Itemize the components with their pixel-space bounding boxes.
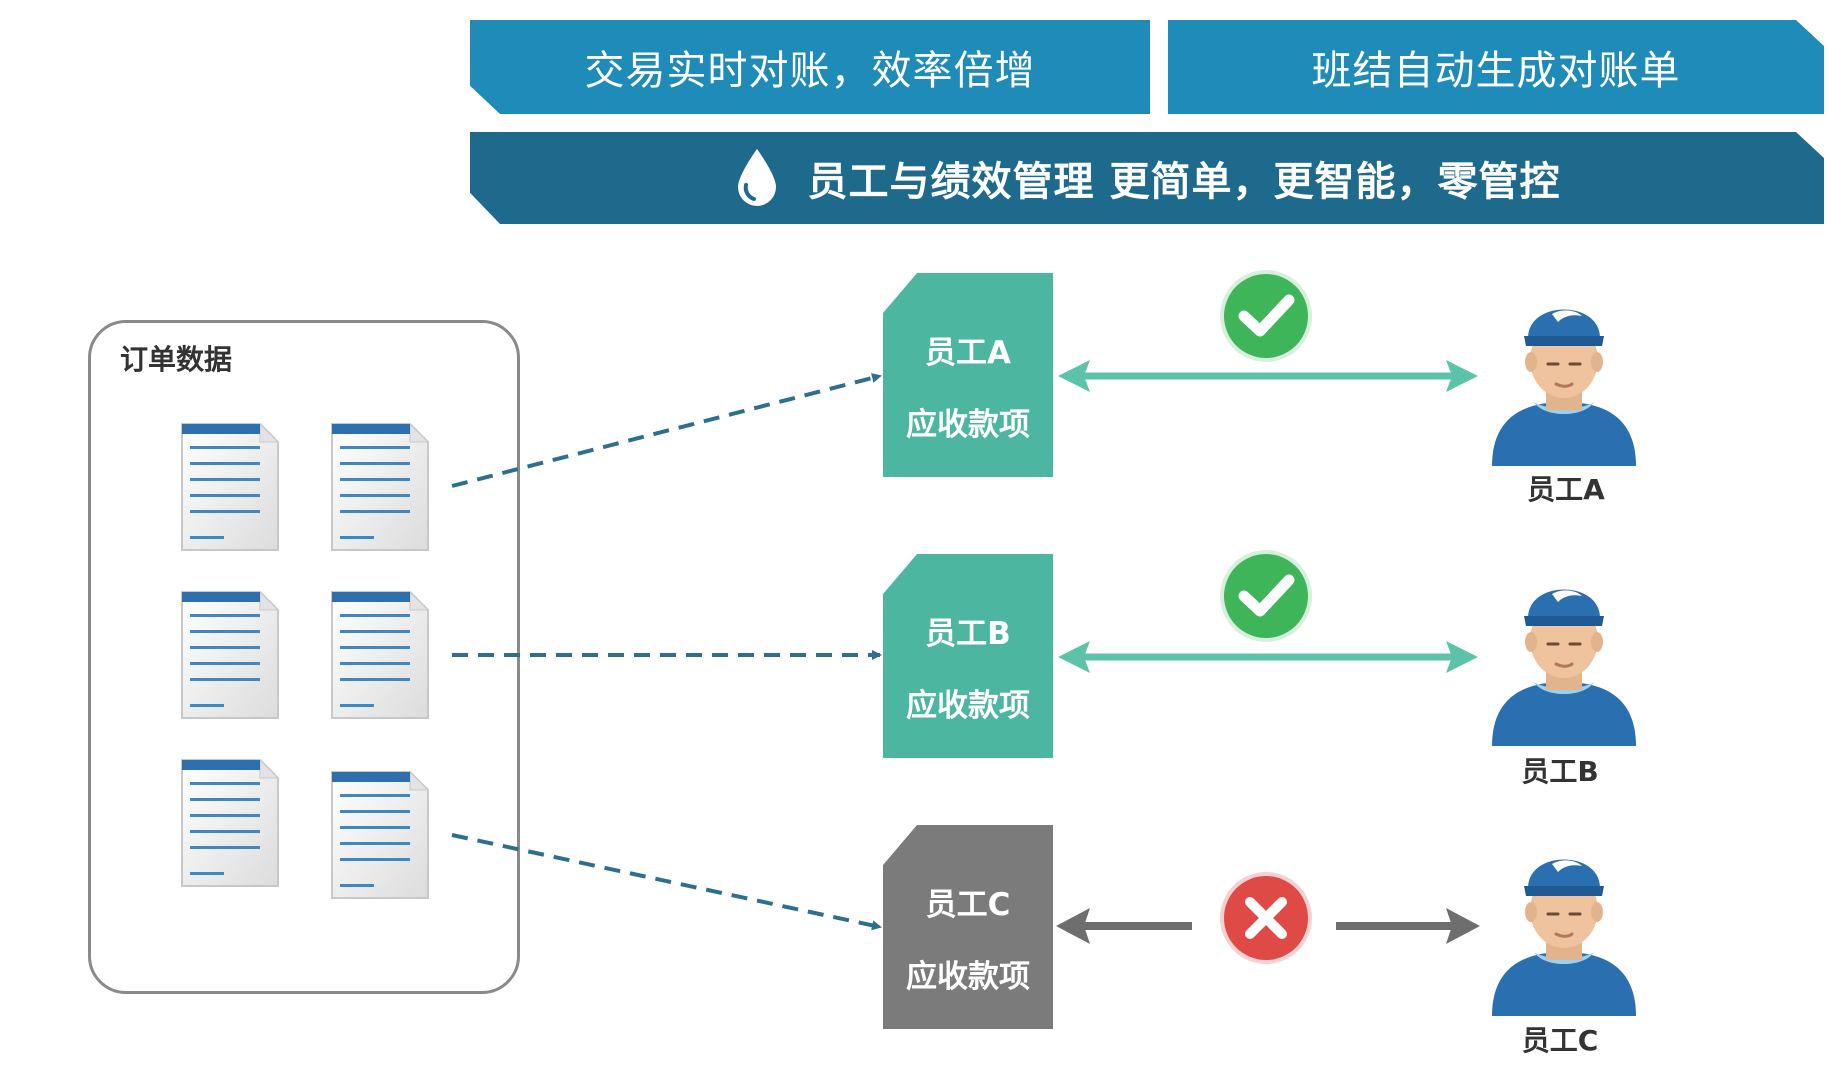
dashed-connector-c xyxy=(451,833,882,931)
employee-label-c: 员工C xyxy=(1521,1024,1599,1057)
employee-label-b: 员工B xyxy=(1521,755,1599,788)
worker-avatar-icon xyxy=(1484,290,1644,466)
broken-arrow-c xyxy=(1056,908,1480,944)
employee-label-a: 员工A xyxy=(1527,473,1605,506)
check-circle-icon xyxy=(1220,550,1312,642)
dashed-connector-a xyxy=(451,373,882,488)
banner-auto-statement: 班结自动生成对账单 xyxy=(1168,20,1824,114)
document-icon xyxy=(180,758,280,888)
banner-label: 班结自动生成对账单 xyxy=(1311,48,1681,94)
card-employee-name: 员工B xyxy=(925,616,1011,652)
banner-label: 员工与绩效管理 更简单，更智能，零管控 xyxy=(807,159,1561,205)
card-receivable-label: 应收款项 xyxy=(906,688,1030,724)
double-arrow-a xyxy=(1058,360,1478,392)
card-receivable-label: 应收款项 xyxy=(906,407,1030,443)
check-circle-icon xyxy=(1220,270,1312,362)
card-receivable-label: 应收款项 xyxy=(906,959,1030,995)
worker-avatar-icon xyxy=(1484,570,1644,746)
document-icon xyxy=(330,422,430,552)
banner-label: 交易实时对账，效率倍增 xyxy=(584,48,1036,94)
document-icon xyxy=(330,770,430,900)
document-icon xyxy=(180,422,280,552)
receivable-card-b: 员工B 应收款项 xyxy=(883,554,1053,758)
banner-realtime-reconciliation: 交易实时对账，效率倍增 xyxy=(470,20,1150,114)
water-drop-icon xyxy=(734,147,780,209)
double-arrow-b xyxy=(1058,641,1478,673)
worker-avatar-icon xyxy=(1484,840,1644,1016)
card-employee-name: 员工C xyxy=(925,887,1011,923)
card-employee-name: 员工A xyxy=(925,335,1011,371)
document-icon xyxy=(180,590,280,720)
banner-staff-performance: 员工与绩效管理 更简单，更智能，零管控 xyxy=(470,132,1824,224)
cross-circle-icon xyxy=(1220,872,1312,964)
receivable-card-a: 员工A 应收款项 xyxy=(883,273,1053,477)
order-data-title: 订单数据 xyxy=(120,343,233,376)
document-icon xyxy=(330,590,430,720)
receivable-card-c: 员工C 应收款项 xyxy=(883,825,1053,1029)
